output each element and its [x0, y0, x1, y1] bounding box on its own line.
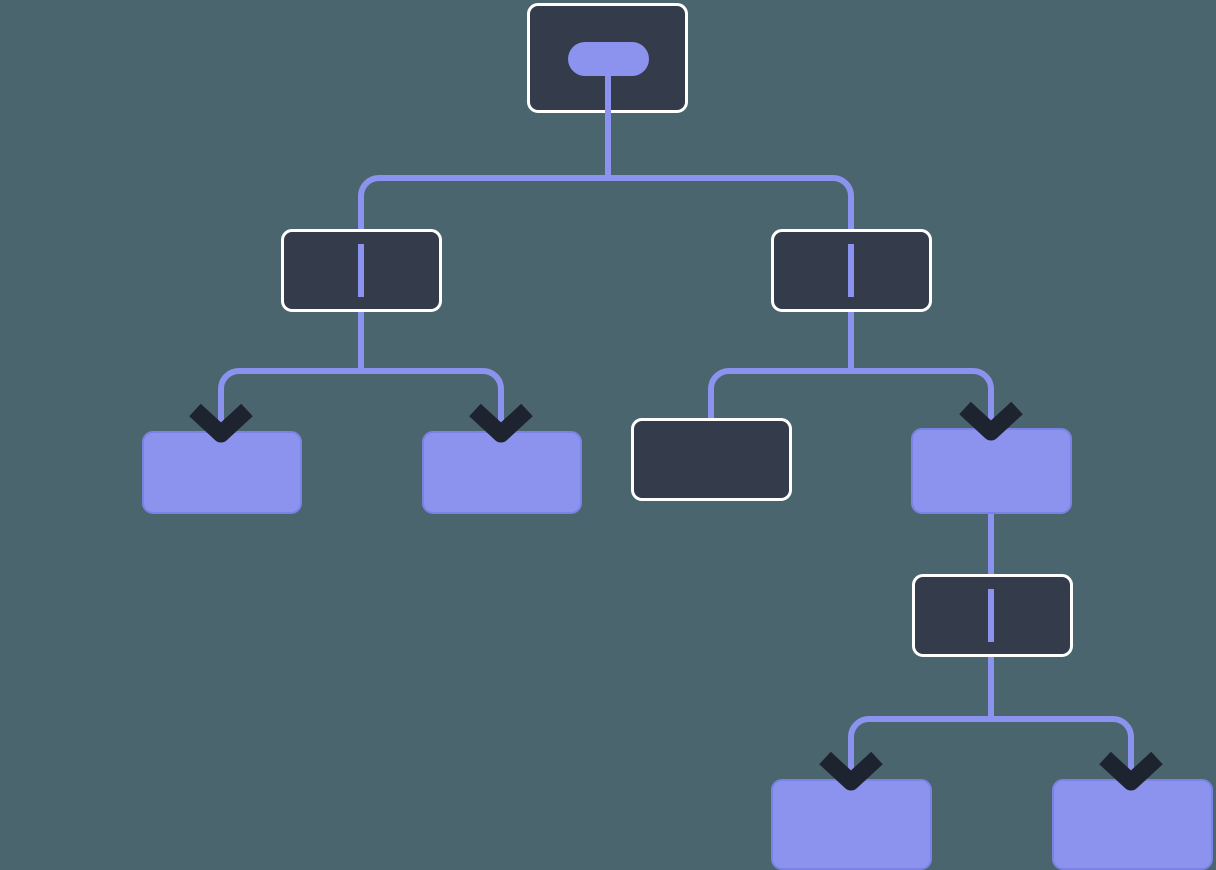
level2-left-node[interactable] [281, 229, 442, 312]
node-passthrough-line [988, 589, 994, 642]
node-passthrough-line [848, 244, 854, 297]
level2-right-node[interactable] [771, 229, 932, 312]
leaf-node-b[interactable] [422, 431, 582, 514]
node-pill-marker [568, 42, 649, 76]
root-stem-line [605, 76, 611, 113]
leaf-node-g[interactable] [1052, 779, 1213, 870]
level3-dark-node[interactable] [631, 418, 792, 501]
node-passthrough-line [358, 244, 364, 297]
leaf-node-f[interactable] [771, 779, 932, 870]
leaf-node-d[interactable] [911, 428, 1072, 514]
leaf-node-a[interactable] [142, 431, 302, 514]
level4-dark-node[interactable] [912, 574, 1073, 657]
